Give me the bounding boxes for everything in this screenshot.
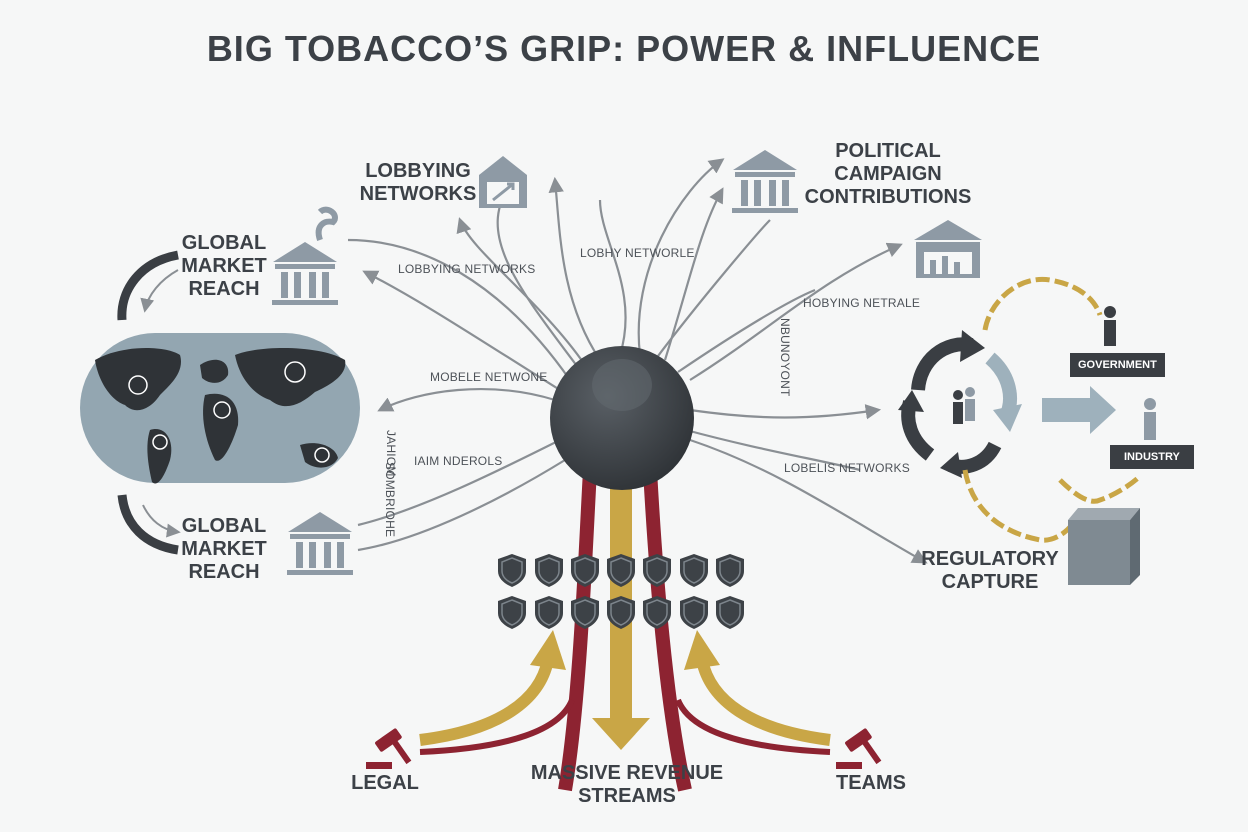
small-label-vertical-left2: SOMBRIOHE — [383, 462, 397, 538]
label-massive-revenue: MASSIVE REVENUE STREAMS — [530, 762, 724, 807]
small-label-vertical-right: NBUNOYONT — [778, 318, 792, 397]
revenue-streams — [419, 469, 831, 792]
label-political-contributions: POLITICAL CAMPAIGN CONTRIBUTIONS — [804, 140, 972, 208]
small-label-vertical-left: JAHIOM — [384, 430, 398, 477]
world-map — [80, 333, 360, 484]
small-label-hobying-netrale: HOBYING NETRALE — [803, 296, 921, 310]
gavel-icon-left — [366, 727, 412, 769]
small-label-lobbying-networks: LOBBYING NETWORKS — [398, 262, 536, 276]
ballot-box-icon — [1068, 508, 1140, 585]
bank-chart-icon — [914, 220, 982, 278]
chain-icon — [962, 276, 1140, 543]
label-lobbying-networks: LOBBYING NETWORKS — [359, 160, 477, 205]
small-label-iaim-nderols: IAIM NDEROLS — [414, 454, 503, 468]
government-box: GOVERNMENT — [1070, 353, 1165, 377]
person-icon — [1104, 306, 1116, 318]
small-label-lobhy-networle: LOBHY NETWORLE — [580, 246, 695, 260]
factory-building-icon — [272, 206, 338, 305]
page-title: BIG TOBACCO’S GRIP: POWER & INFLUENCE — [206, 28, 1042, 69]
label-global-market-reach-bottom: GLOBAL MARKET REACH — [181, 515, 267, 583]
government-building-icon-bottom — [287, 512, 353, 575]
industry-box: INDUSTRY — [1110, 445, 1194, 469]
government-building-icon-top — [732, 150, 798, 213]
small-label-lobelis-networks: LOBELIS NETWORKS — [784, 461, 910, 475]
label-legal: LEGAL — [351, 772, 419, 794]
label-regulatory-capture: REGULATORY CAPTURE — [921, 548, 1059, 593]
small-label-mobele-netwone: MOBELE NETWONE — [430, 370, 548, 384]
regulatory-cycle — [898, 306, 1156, 478]
cycle-arrows-left — [117, 250, 179, 555]
central-hub — [550, 346, 694, 490]
influence-arrows — [347, 158, 928, 564]
label-teams: TEAMS — [836, 772, 906, 794]
label-global-market-reach-top: GLOBAL MARKET REACH — [181, 232, 267, 300]
building-arrow-icon — [479, 156, 527, 208]
gavel-icon-right — [836, 727, 882, 769]
